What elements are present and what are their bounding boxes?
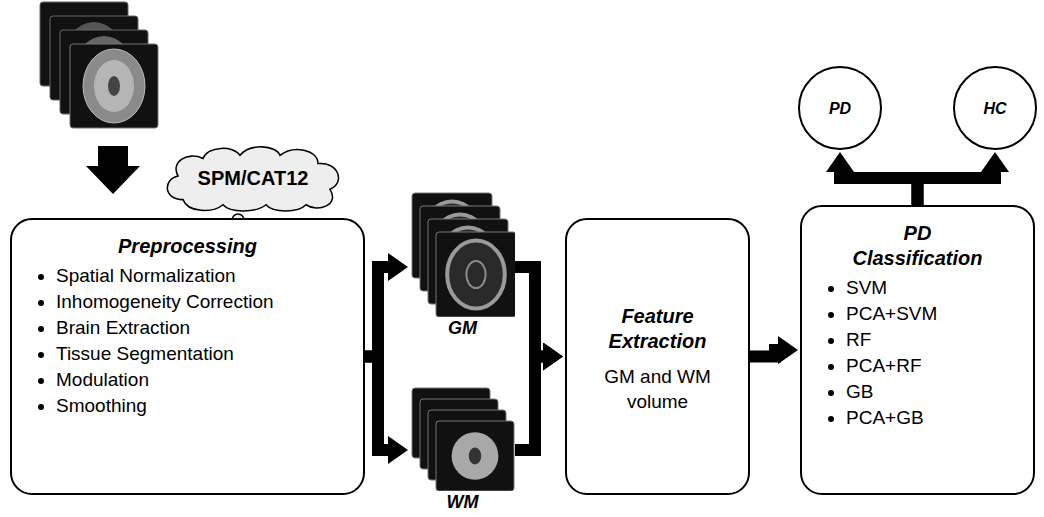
image-slice — [436, 421, 514, 491]
flow-arrow — [515, 357, 543, 451]
image-slice — [436, 232, 515, 317]
process-box: Feature Extraction GM and WM volume — [565, 218, 750, 495]
process-box: PreprocessingSpatial NormalizationInhomo… — [10, 218, 365, 495]
box-title: PD Classification — [843, 221, 993, 271]
image-stack — [410, 387, 515, 491]
process-box: PD ClassificationSVMPCA+SVMRFPCA+RFGBPCA… — [800, 205, 1035, 495]
list-item: Smoothing — [56, 393, 353, 419]
node-label: GM — [410, 317, 515, 339]
item-list: Spatial NormalizationInhomogeneity Corre… — [22, 263, 353, 419]
white-matter-map — [469, 448, 481, 465]
slice-frame — [436, 232, 515, 317]
class-circle: PD — [798, 66, 882, 150]
item-list: SVMPCA+SVMRFPCA+RFGBPCA+GB — [812, 275, 1023, 431]
input-arrow — [86, 146, 140, 194]
image-stack-node: WM — [410, 387, 515, 513]
list-item: Spatial Normalization — [56, 263, 353, 289]
flow-arrow — [365, 267, 388, 357]
list-item: SVM — [846, 275, 1023, 301]
tool-cloud: SPM/CAT12 — [158, 143, 348, 213]
list-item: PCA+GB — [846, 405, 1023, 431]
list-item: PCA+SVM — [846, 301, 1023, 327]
node-label: PD — [829, 96, 851, 121]
mri-slice — [70, 44, 158, 128]
flow-arrow — [840, 172, 918, 205]
image-stack — [410, 192, 515, 317]
list-item: RF — [846, 327, 1023, 353]
flow-arrow — [365, 357, 388, 451]
list-item: Modulation — [56, 367, 353, 393]
list-item: Tissue Segmentation — [56, 341, 353, 367]
list-item: Brain Extraction — [56, 315, 353, 341]
flow-arrow — [750, 350, 778, 357]
slice-frame — [436, 421, 514, 491]
list-item: Inhomogeneity Correction — [56, 289, 353, 315]
flow-arrow — [918, 172, 996, 205]
node-label: SPM/CAT12 — [198, 166, 309, 191]
box-title: Feature Extraction — [577, 304, 738, 354]
brain-image — [83, 49, 145, 123]
image-stack-node: GM — [410, 192, 515, 342]
box-title: Preprocessing — [22, 234, 353, 259]
mri-stack — [40, 2, 158, 128]
grey-matter-map — [447, 241, 505, 309]
flow-arrow — [515, 267, 543, 357]
grey-matter-map — [466, 261, 485, 288]
node-label: HC — [983, 96, 1006, 121]
brain-image — [108, 76, 120, 96]
box-body: GM and WM volume — [577, 364, 738, 414]
white-matter-map — [452, 432, 499, 480]
cloud-outline — [167, 147, 338, 211]
class-circle: HC — [953, 66, 1037, 150]
list-item: PCA+RF — [846, 353, 1023, 379]
node-label: WM — [410, 491, 515, 513]
brain-image — [94, 60, 134, 112]
list-item: GB — [846, 379, 1023, 405]
